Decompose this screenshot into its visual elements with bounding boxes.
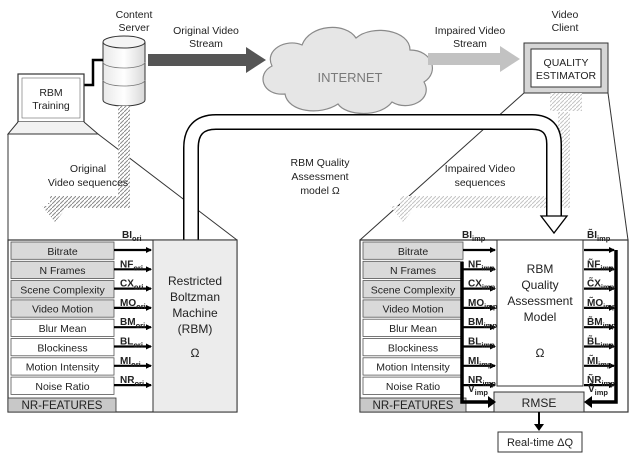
video-client-monitor [523,42,609,111]
left-machine-line-3: Machine [172,306,218,320]
left-feature-label: Bitrate [47,246,78,258]
right-input-label: BIimp [462,230,486,243]
impaired-stream-arrow [428,46,520,72]
right-feature-label: Bitrate [398,246,429,258]
right-output-label: B̃Mimp [587,315,616,330]
left-machine-line-2: Boltzman [170,290,220,304]
server-laptop-connector [82,58,103,87]
content-server-label-1: Content [116,9,153,21]
right-input-label: NFimp [468,259,495,272]
left-feature-label: Blockiness [37,342,87,354]
left-machine-line-4: (RBM) [178,322,213,336]
rbm-training-label-1: RBM [39,87,62,99]
right-model-line-2: Quality [521,278,558,292]
original-stream-label-1: Original Video [173,25,239,37]
right-model-omega: Ω [536,346,545,360]
right-output-label: M̃Iimp [587,354,612,369]
right-input-label: BMimp [468,317,497,330]
realtime-dq-box [497,431,583,453]
client-perspective-right [607,92,629,241]
content-server-icon [102,35,146,107]
left-feature-label: N Frames [39,265,85,277]
rbm-model-caption-1: RBM Quality [291,157,351,169]
right-output-label: B̃Limp [587,335,614,350]
right-feature-label: Blockiness [388,342,438,354]
content-server-label-2: Server [119,22,150,34]
impaired-stream-label-1: Impaired Video [435,25,506,37]
rbm-model-caption-2: Assessment [291,171,348,183]
left-machine-line-1: Restricted [168,274,222,288]
right-feature-label: Video Motion [382,304,443,316]
rbm-training-label-2: Training [32,100,70,112]
right-feature-label: Motion Intensity [376,362,450,374]
right-feature-label: N Frames [390,265,436,277]
left-output-label: MOori [120,298,146,311]
v-tilde-to-rmse [589,386,618,404]
right-output-label: B̃Iimp [587,228,611,243]
impaired-sequences-label-2: sequences [455,177,506,189]
original-stream-arrow [148,47,266,73]
left-feature-label: Blur Mean [39,323,87,335]
internet-cloud [262,26,433,114]
left-output-label: BMori [120,317,145,330]
right-input-label: NRimp [468,375,496,388]
original-stream-label-2: Stream [189,38,223,50]
right-model-line-4: Model [524,310,557,324]
right-feature-label: Noise Ratio [386,381,440,393]
right-output-label: ÑFimp [587,257,614,272]
left-output-label: NRori [120,375,144,388]
v-imp-label: Vimp [468,384,488,397]
right-input-label: CXimp [468,279,496,292]
internet-label: INTERNET [318,70,383,85]
right-nr-features-footer: NR-FEATURES [373,400,454,412]
right-model-line-3: Assessment [507,294,573,308]
v-tilde-imp-label: Ṽimp [588,382,608,397]
rbm-training-laptop [6,73,100,135]
rbm-model-caption-3: model Ω [300,185,340,197]
right-input-label: MIimp [468,356,493,369]
left-output-label: MIori [120,356,141,369]
impaired-sequences-label-1: Impaired Video [445,163,516,175]
original-sequences-label-2: Video sequences [48,177,128,189]
original-sequences-arrow [42,106,130,222]
right-input-label: MOimp [468,298,498,311]
left-feature-label: Video Motion [32,304,93,316]
impaired-stream-label-2: Stream [453,38,487,50]
video-client-label-1: Video [552,9,579,21]
video-client-label-2: Client [552,22,579,34]
left-feature-label: Scene Complexity [20,284,105,296]
right-feature-label: Scene Complexity [371,284,456,296]
right-output-label: ÑRimp [587,373,615,388]
left-output-label: NFori [120,259,143,272]
left-output-label: BLori [120,337,143,350]
left-output-label: CXori [120,279,144,292]
realtime-dq-label: Real-time ΔQ [507,437,573,449]
right-model-line-1: RBM [527,262,554,276]
rmse-label: RMSE [522,396,557,410]
right-output-label: M̃Oimp [587,296,617,311]
right-feature-label: Blur Mean [389,323,437,335]
right-output-label: C̃Ximp [587,277,615,292]
quality-estimator-label-2: ESTIMATOR [536,70,597,82]
quality-estimator-label-1: QUALITY [544,57,589,69]
v-imp-to-rmse [460,386,491,404]
right-input-label: BLimp [468,337,495,350]
left-feature-label: Motion Intensity [26,362,100,374]
left-nr-features-footer: NR-FEATURES [22,400,103,412]
left-machine-omega: Ω [191,346,200,360]
left-feature-label: Noise Ratio [35,381,89,393]
left-output-label: BIori [122,230,142,243]
original-sequences-label-1: Original [70,163,106,175]
model-transfer-arrow [183,114,569,240]
